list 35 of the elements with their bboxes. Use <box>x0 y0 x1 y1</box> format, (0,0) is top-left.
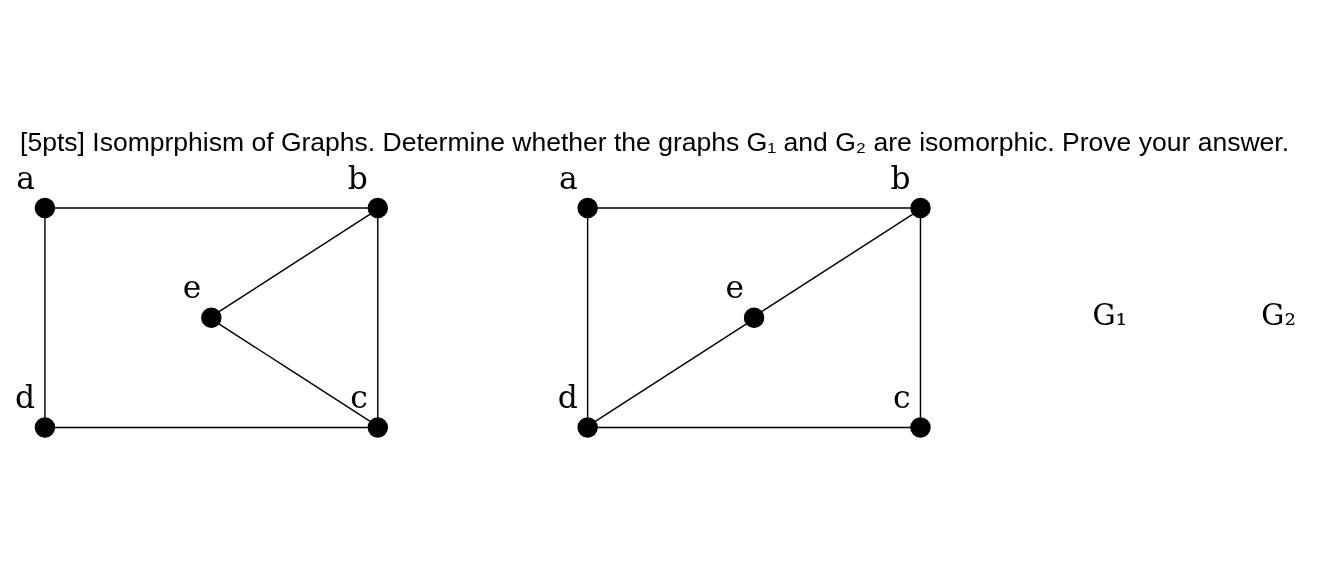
connector <box>594 323 748 423</box>
connector <box>760 213 914 313</box>
diagram-title: [5pts] Isomprphism of Graphs. Determine whether the graphs G₁ and G₂ are isomorphic. Prove your answer. <box>20 126 1290 157</box>
connector <box>218 323 371 423</box>
connector <box>53 207 369 209</box>
label: G₂ <box>1261 298 1297 333</box>
node-circle <box>34 197 56 219</box>
node-label: d <box>557 378 578 415</box>
connector <box>218 213 371 313</box>
node-label: c <box>893 378 911 415</box>
node-label: b <box>347 159 368 196</box>
connector <box>919 217 922 419</box>
connector <box>596 426 912 429</box>
node-label: d <box>14 378 36 415</box>
node-label: c <box>350 378 368 415</box>
connector <box>44 217 46 419</box>
node-circle <box>201 307 222 329</box>
node-label: e <box>182 269 202 306</box>
node-label: e <box>725 269 745 306</box>
node-circle <box>34 417 56 438</box>
connector <box>377 217 379 419</box>
connector <box>53 426 369 429</box>
node-circle <box>743 307 765 329</box>
node-circle <box>577 197 598 219</box>
connector <box>596 207 912 209</box>
connector <box>586 217 589 419</box>
node-label: b <box>890 159 911 196</box>
node-circle <box>367 197 389 219</box>
node-circle <box>577 417 598 438</box>
label: G₁ <box>1092 298 1128 333</box>
node-label: a <box>558 159 578 196</box>
node-circle <box>367 417 389 438</box>
node-circle <box>910 417 931 438</box>
node-label: a <box>16 159 35 196</box>
node-circle <box>910 197 931 219</box>
